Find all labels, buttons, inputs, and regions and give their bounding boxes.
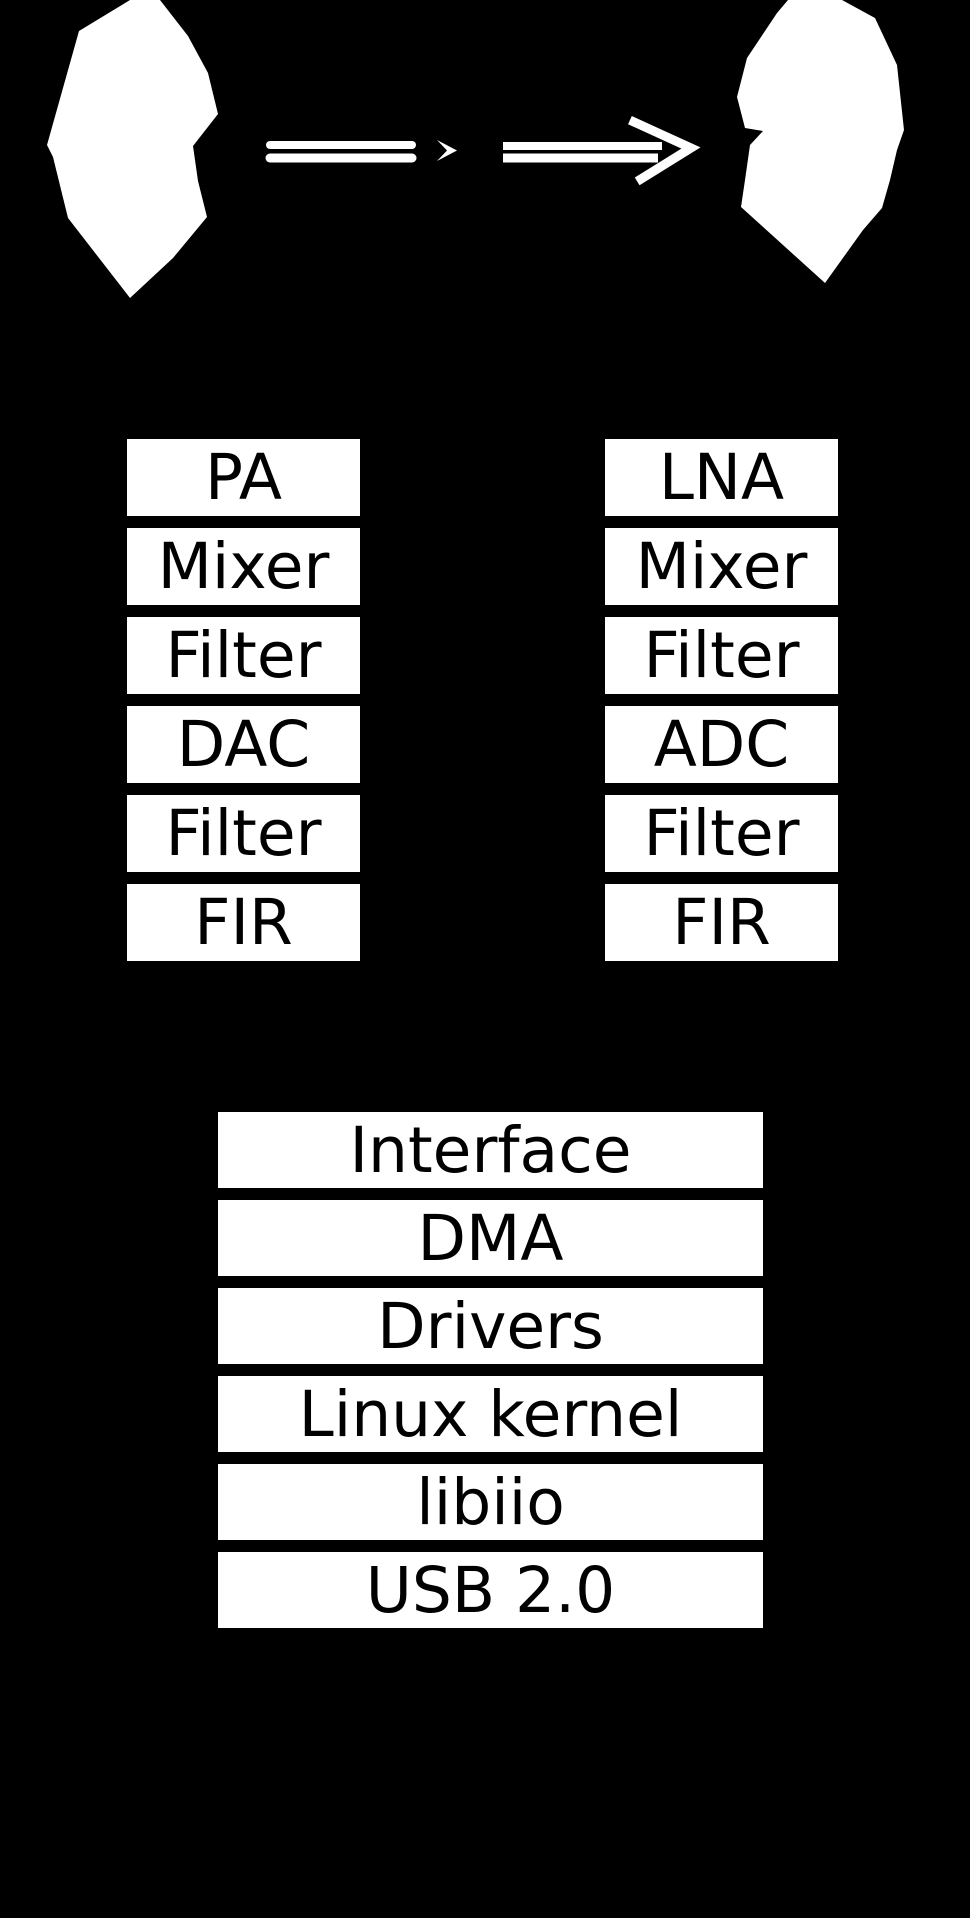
sw-block-libiio: libiio bbox=[218, 1464, 763, 1540]
software-stack-column: Interface DMA Drivers Linux kernel libii… bbox=[218, 1112, 763, 1640]
rx-block-mixer: Mixer bbox=[605, 528, 838, 605]
rx-antenna-icon bbox=[737, 0, 904, 283]
rx-block-fir: FIR bbox=[605, 884, 838, 961]
rx-chain-column: LNA Mixer Filter ADC Filter FIR bbox=[605, 439, 838, 973]
rx-block-filter1: Filter bbox=[605, 617, 838, 694]
sw-block-drivers: Drivers bbox=[218, 1288, 763, 1364]
sw-block-linux-kernel: Linux kernel bbox=[218, 1376, 763, 1452]
rx-block-adc: ADC bbox=[605, 706, 838, 783]
rx-block-filter2: Filter bbox=[605, 795, 838, 872]
signal-flow-arrow-icon bbox=[265, 116, 701, 186]
tx-block-dac: DAC bbox=[127, 706, 360, 783]
sw-block-dma: DMA bbox=[218, 1200, 763, 1276]
sw-block-usb: USB 2.0 bbox=[218, 1552, 763, 1628]
rx-block-lna: LNA bbox=[605, 439, 838, 516]
tx-block-pa: PA bbox=[127, 439, 360, 516]
tx-block-fir: FIR bbox=[127, 884, 360, 961]
tx-block-mixer: Mixer bbox=[127, 528, 360, 605]
sw-block-interface: Interface bbox=[218, 1112, 763, 1188]
tx-antenna-icon bbox=[47, 0, 218, 298]
tx-block-filter1: Filter bbox=[127, 617, 360, 694]
tx-chain-column: PA Mixer Filter DAC Filter FIR bbox=[127, 439, 360, 973]
tx-block-filter2: Filter bbox=[127, 795, 360, 872]
